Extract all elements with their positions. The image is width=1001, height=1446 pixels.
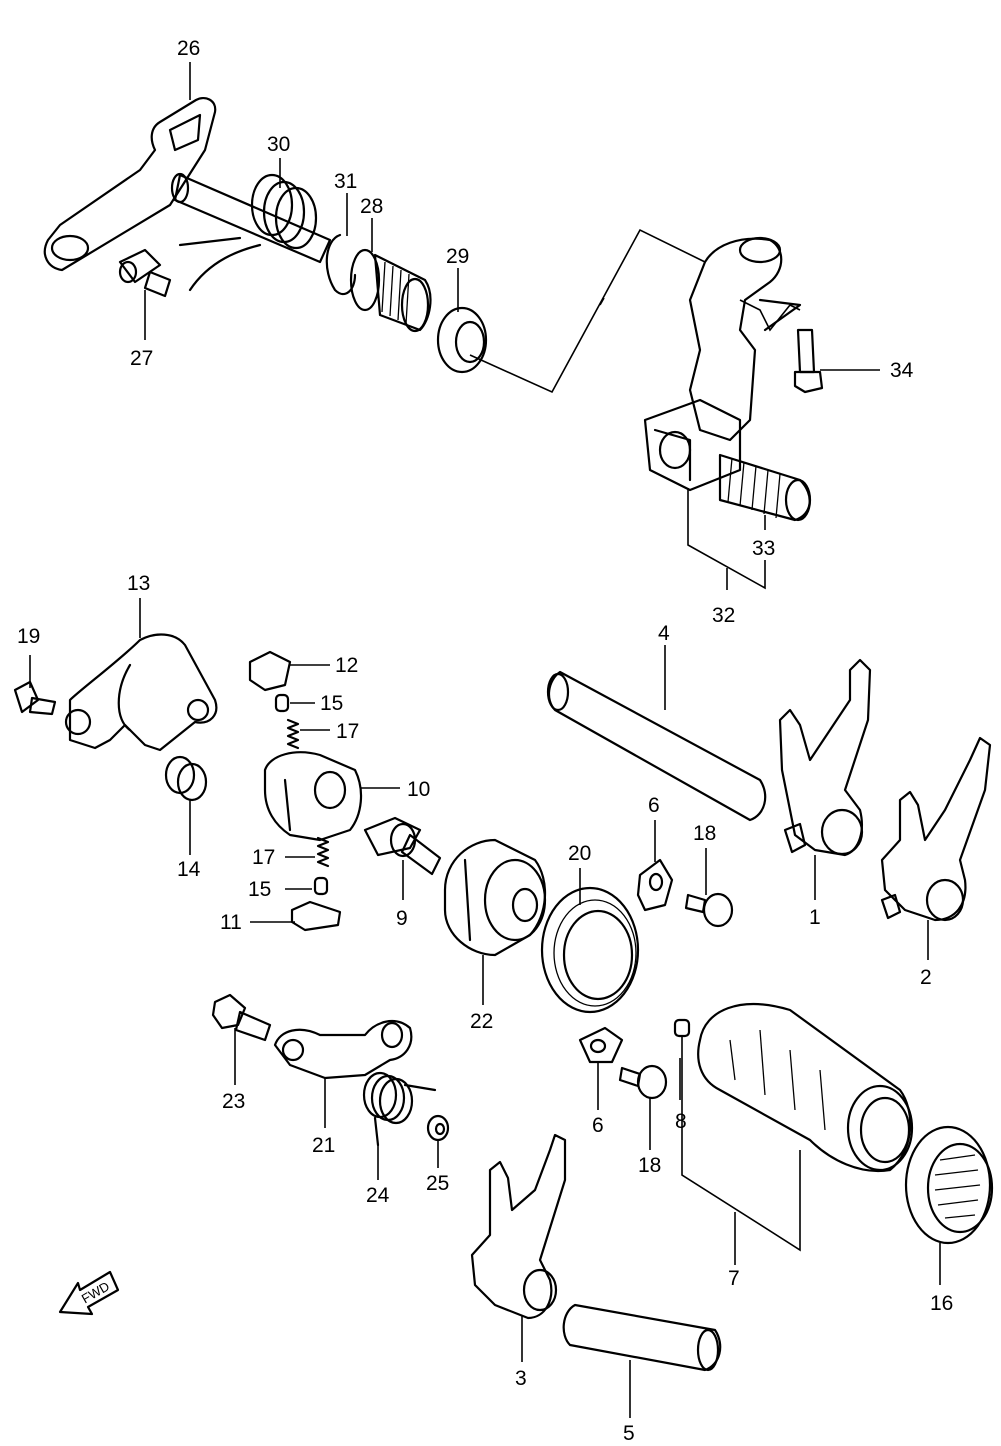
part-label-12: 12: [335, 654, 358, 677]
cam-guide-22: [443, 838, 547, 957]
part-label-24: 24: [366, 1184, 390, 1207]
spring-17-upper: [286, 718, 300, 750]
part-label-15-lower: 15: [248, 878, 271, 901]
part-label-15-upper: 15: [320, 692, 343, 715]
gearshift-cam-7: [697, 1003, 914, 1173]
part-label-21: 21: [312, 1134, 335, 1157]
pawl-11: [290, 900, 342, 932]
part-label-17-lower: 17: [252, 846, 275, 869]
part-label-6-upper: 6: [648, 794, 660, 817]
part-label-13: 13: [127, 572, 150, 595]
stopper-plate-6-lower: [578, 1026, 624, 1064]
part-label-6-lower: 6: [592, 1114, 604, 1137]
bearing-20: [540, 886, 640, 1014]
gearshift-pawl-group: [248, 650, 363, 932]
part-label-32: 32: [712, 604, 735, 627]
return-spring-30: [178, 173, 318, 292]
bushing-14: [164, 755, 208, 802]
pawl-holder-10: [263, 751, 363, 842]
part-label-11: 11: [220, 911, 242, 934]
part-label-22: 22: [470, 1010, 493, 1033]
part-label-20: 20: [568, 842, 591, 865]
fork-shaft-5: [562, 1303, 722, 1372]
pawl-12: [248, 650, 292, 692]
part-label-1: 1: [809, 906, 821, 929]
stopper-plate-13: [64, 633, 218, 752]
part-label-34: 34: [890, 359, 914, 382]
part-label-4: 4: [658, 622, 670, 645]
fork-shaft-4: [546, 670, 767, 822]
part-label-28: 28: [360, 195, 383, 218]
part-label-31: 31: [334, 170, 357, 193]
shift-shaft-assembly: [43, 96, 706, 394]
part-label-8: 8: [675, 1110, 687, 1133]
part-label-5: 5: [623, 1422, 635, 1445]
part-labels: 26 30 31 28 29 27 34 33 32 13 19 12 15 1…: [17, 37, 953, 1445]
part-label-26: 26: [177, 37, 200, 60]
bolt-34: [793, 328, 824, 394]
part-label-3: 3: [515, 1367, 527, 1390]
leader-lines: [29, 62, 941, 1418]
fwd-arrow-icon: FWD: [58, 1270, 120, 1316]
part-label-23: 23: [222, 1090, 245, 1113]
shift-arm-plate: [43, 96, 217, 272]
part-label-16: 16: [930, 1292, 953, 1315]
part-label-18-upper: 18: [693, 822, 716, 845]
alignment-line: [469, 228, 706, 394]
screw-18-upper: [684, 892, 734, 928]
stopper-plate-6-upper: [636, 858, 674, 912]
bolt-27: [118, 248, 172, 298]
pin-8: [673, 1018, 691, 1038]
pin-15-lower: [313, 876, 329, 896]
part-label-2: 2: [920, 966, 932, 989]
spring-24: [362, 1071, 437, 1147]
part-label-33: 33: [752, 537, 775, 560]
guide-pin-9: [363, 816, 442, 876]
spring-17-lower: [316, 836, 330, 868]
bolt-23: [211, 993, 272, 1042]
bearing-16: [904, 1125, 994, 1245]
washer-25: [426, 1114, 450, 1142]
part-label-27: 27: [130, 347, 153, 370]
part-label-9: 9: [396, 907, 408, 930]
pin-15-upper: [274, 693, 290, 713]
washer-28: [349, 248, 381, 312]
part-label-17-upper: 17: [336, 720, 359, 743]
shift-fork-1: [778, 658, 872, 857]
screw-18-lower: [618, 1064, 668, 1100]
stopper-arm-21: [273, 1019, 413, 1080]
part-label-29: 29: [446, 245, 469, 268]
part-label-19: 19: [17, 625, 40, 648]
shift-fork-2: [880, 736, 992, 922]
shift-fork-3: [470, 1133, 567, 1320]
part-label-14: 14: [177, 858, 201, 881]
part-label-10: 10: [407, 778, 430, 801]
part-label-30: 30: [267, 133, 290, 156]
oil-seal-29: [436, 306, 488, 374]
part-label-7: 7: [728, 1267, 740, 1290]
shift-shaft-tube: [173, 173, 332, 264]
bolt-19: [13, 680, 57, 716]
part-label-25: 25: [426, 1172, 449, 1195]
part-label-18-lower: 18: [638, 1154, 661, 1177]
arm-hole: [50, 234, 90, 262]
shift-lever-32: [643, 236, 812, 522]
